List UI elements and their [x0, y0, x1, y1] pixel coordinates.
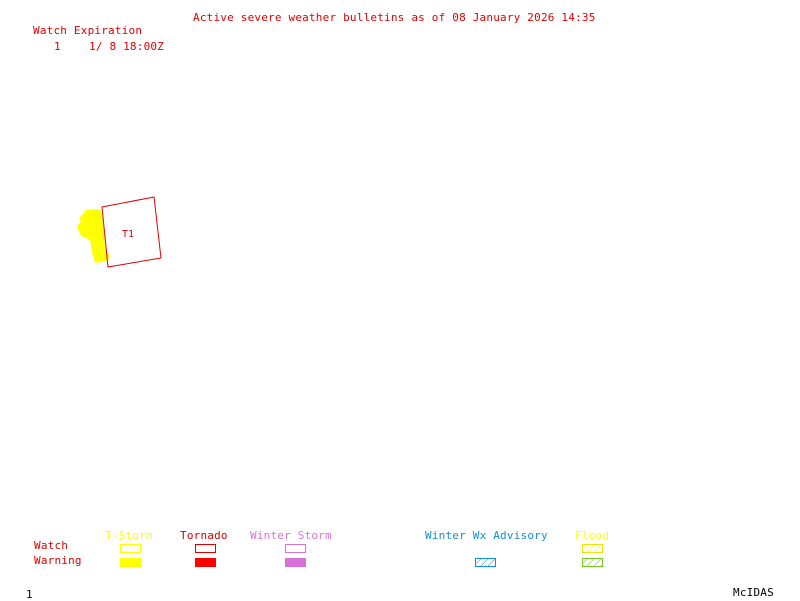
product-label: McIDAS: [733, 586, 774, 599]
legend-tstorm-warning-swatch: [120, 558, 141, 567]
watch-polygon-t1[interactable]: [101, 196, 162, 268]
legend-winter-storm-warning-swatch: [285, 558, 306, 567]
legend-tstorm-watch-swatch: [120, 544, 141, 553]
legend-tornado-label: Tornado: [180, 529, 228, 542]
legend-winter-storm-watch-swatch: [285, 544, 306, 553]
legend-winter-wx-advisory-label: Winter Wx Advisory: [425, 529, 548, 542]
legend-tornado-warning-swatch: [195, 558, 216, 567]
legend-tornado-watch-swatch: [195, 544, 216, 553]
watch-label-t1: T1: [122, 229, 134, 240]
watch-expiration: 1/ 8 18:00Z: [89, 40, 165, 53]
legend-flood-label: Flood: [575, 529, 610, 542]
legend-watch-row-label: Watch: [34, 539, 69, 552]
bulletin-title: Active severe weather bulletins as of 08…: [193, 11, 596, 24]
frame-number: 1: [26, 588, 33, 601]
watch-number: 1: [54, 40, 61, 53]
legend-warning-row-label: Warning: [34, 554, 82, 567]
legend-tstorm-label: T-Storm: [105, 529, 153, 542]
legend-winter-storm-label: Winter Storm: [250, 529, 332, 542]
tstorm-warning-area[interactable]: [77, 209, 110, 263]
watch-table-header: Watch Expiration: [33, 24, 143, 37]
